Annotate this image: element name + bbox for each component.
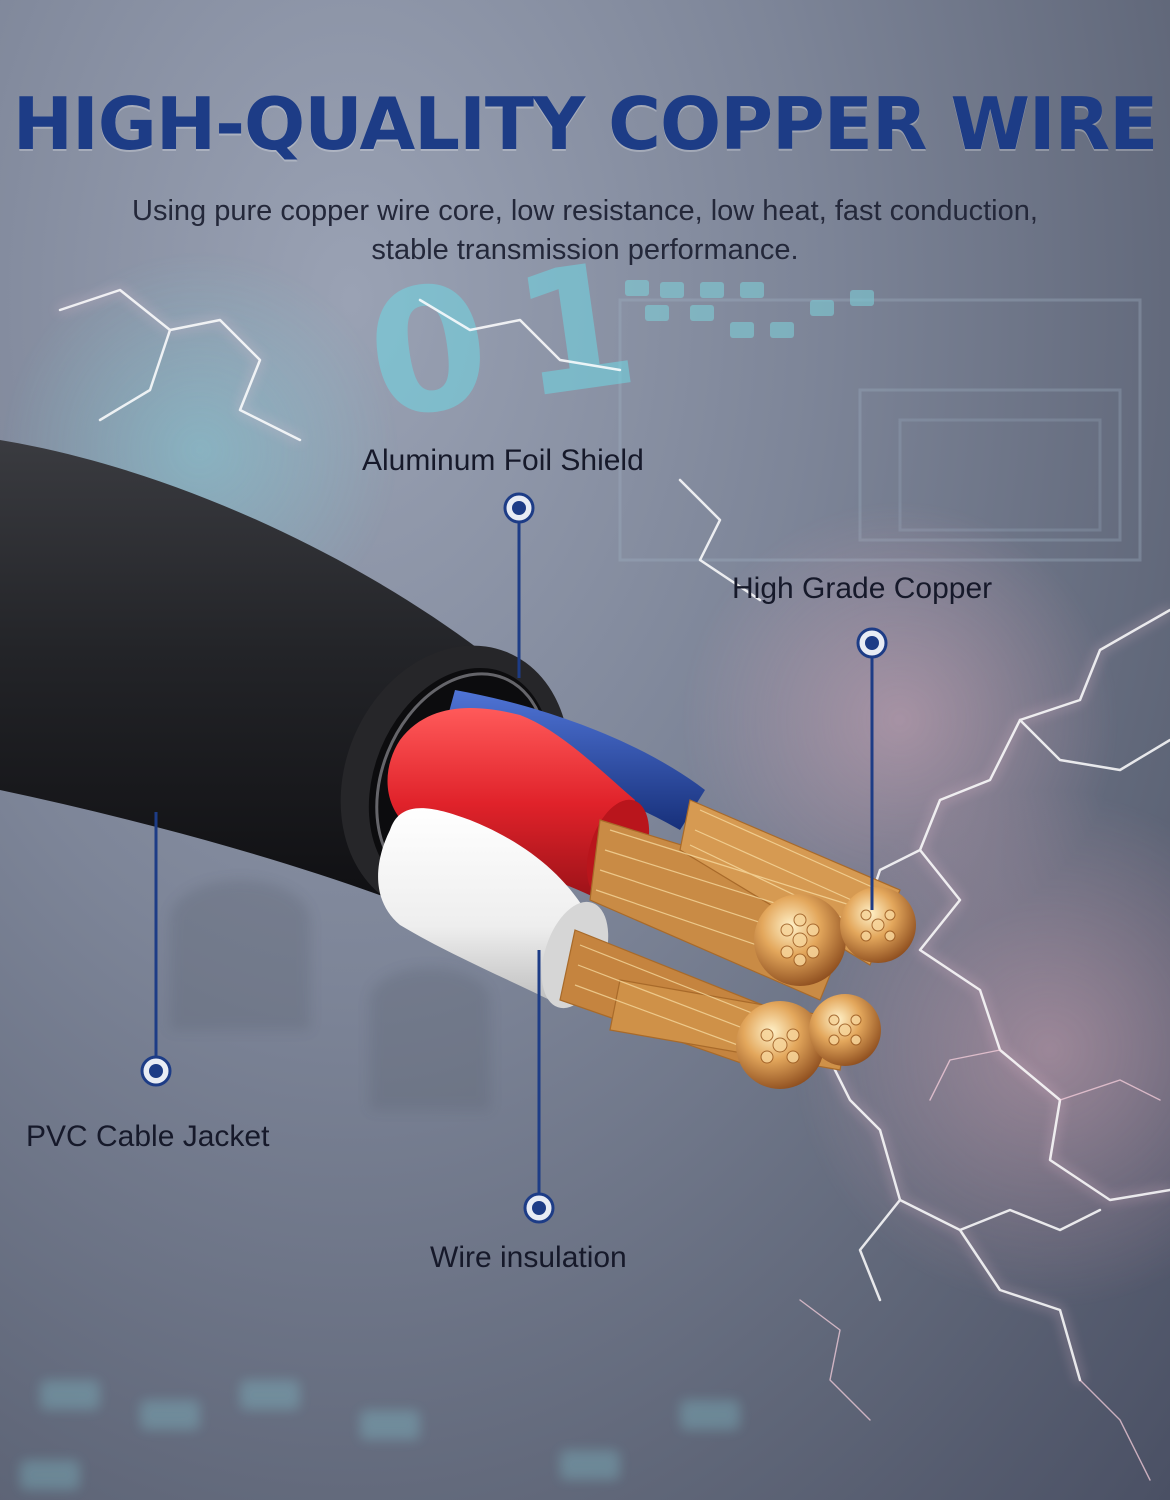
callout-label-jacket: PVC Cable Jacket	[26, 1120, 270, 1153]
callout-marker-jacket	[140, 1055, 172, 1087]
copper-conductors	[559, 799, 916, 1089]
callout-label-insulation: Wire insulation	[430, 1241, 627, 1274]
callout-label-foil-shield: Aluminum Foil Shield	[362, 444, 644, 477]
callout-marker-copper	[856, 627, 888, 659]
callout-label-copper: High Grade Copper	[732, 572, 993, 605]
callout-leaders	[154, 520, 874, 1196]
callout-marker-insulation	[523, 1192, 555, 1224]
callout-marker-foil	[503, 492, 535, 524]
page-title: HIGH-QUALITY COPPER WIRE	[12, 82, 1159, 166]
page-subtitle: Using pure copper wire core, low resista…	[132, 195, 1038, 266]
digits-decoration: 01	[356, 221, 677, 458]
lightning-decoration	[57, 287, 1170, 1481]
